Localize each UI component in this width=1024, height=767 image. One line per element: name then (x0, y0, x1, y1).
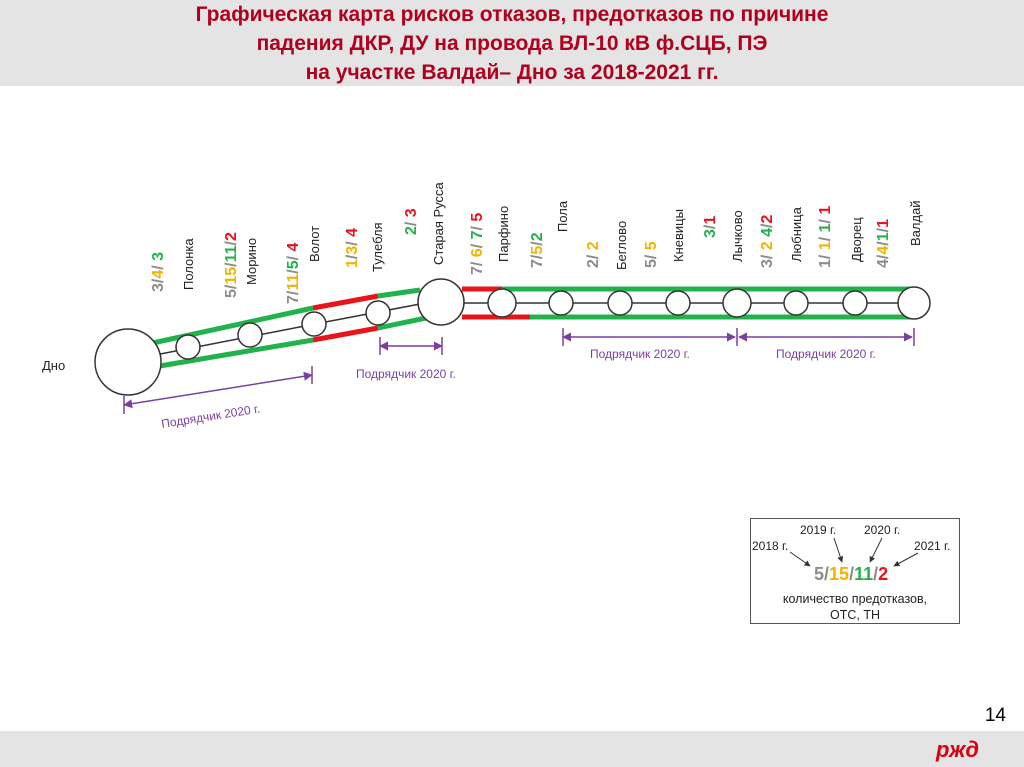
station-circle-dvorets (842, 290, 868, 316)
station-name-staraya-russa: Старая Русса (431, 181, 446, 265)
footer-bar (0, 731, 1024, 767)
title-line-3: на участке Валдай– Дно за 2018-2021 гг. (305, 61, 719, 84)
counts-tuleblya: 1/3/ 4 (344, 228, 361, 268)
counts-volot: 7/11/5/ 4 (285, 242, 302, 304)
legend-caption-2: ОТС, ТН (830, 608, 880, 622)
station-name-dvorets: Дворец (849, 217, 864, 262)
station-circle-tuleblya (365, 300, 391, 326)
red-line-volot-tuleblya-top (312, 293, 379, 311)
contractor-spans (123, 328, 915, 414)
counts-dvorets: 4/4/1/1 (875, 219, 892, 268)
station-name-pola: Пола (555, 200, 570, 232)
counts-polonka: 3/4/ 3 (150, 252, 167, 292)
page-title: Графическая карта рисков отказов, предот… (0, 0, 1024, 87)
contractor-span-dno-volot (123, 371, 313, 409)
counts-beglovo: 2/ 2 (585, 241, 602, 268)
title-bar (0, 0, 1024, 86)
station-circles (94, 278, 931, 396)
counts-lyubnitsa: 1/ 1/ 1/ 1 (817, 206, 834, 268)
legend-2020: 2020 г. (864, 523, 900, 537)
station-name-knevitsy: Кневицы (671, 209, 686, 262)
station-name-volot: Волот (307, 226, 322, 262)
legend-arrows (789, 537, 919, 567)
rzd-logo-icon: ржд (935, 737, 979, 762)
counts-beglovo-2: 5/ 5 (643, 241, 660, 268)
page-number: 14 (984, 705, 1006, 726)
contractor-label: Подрядчик 2020 г. (356, 367, 456, 381)
station-circle-parfino (487, 288, 517, 318)
green-line-tuleblya-russa-top (377, 287, 421, 299)
legend-caption-1: количество предотказов, (783, 592, 927, 606)
failure-counts: 3/4/ 3 5/15/11/2 7/11/5/ 4 1/3/ 4 2/ 3 7… (150, 206, 892, 304)
counts-pola: 7/5/2 (529, 232, 546, 268)
station-circle-beglovo (607, 290, 633, 316)
contractor-label: Подрядчик 2020 г. (776, 347, 876, 361)
station-circle-volot (301, 311, 327, 337)
counts-staraya-russa: 2/ 3 (403, 208, 420, 235)
station-circle-morino (237, 322, 263, 348)
station-name-parfino: Парфино (496, 206, 511, 262)
station-name-lychkovo: Лычково (730, 210, 745, 262)
legend-box (750, 518, 960, 624)
green-line-dno-volot-bottom (147, 337, 314, 371)
title-line-1: Графическая карта рисков отказов, предот… (195, 3, 829, 26)
legend-2021: 2021 г. (914, 539, 950, 553)
red-line-volot-tuleblya-bottom (312, 325, 379, 343)
title-line-2: падения ДКР, ДУ на провода ВЛ-10 кВ ф.СЦ… (256, 32, 768, 55)
counts-lychkovo: 3/ 2 4/2 (759, 214, 776, 268)
counts-morino: 5/15/11/2 (223, 232, 240, 298)
station-name-morino: Морино (244, 238, 259, 285)
legend-2019: 2019 г. (800, 523, 836, 537)
green-line-tuleblya-russa-bottom (377, 315, 427, 331)
station-name-lyubnitsa: Любница (789, 206, 804, 262)
green-line-dno-volot-top (147, 305, 314, 347)
station-circle-knevitsy (665, 290, 691, 316)
station-name-valdai: Валдай (908, 200, 923, 246)
station-name-dno: Дно (42, 358, 65, 373)
station-circle-pola (548, 290, 574, 316)
station-name-beglovo: Беглово (614, 221, 629, 270)
station-circle-valdai (897, 286, 931, 320)
station-names: Дно Полонка Морино Волот Тулебля Старая … (42, 181, 923, 373)
legend-2018: 2018 г. (752, 539, 788, 553)
contractor-label: Подрядчик 2020 г. (590, 347, 690, 361)
counts-parfino: 7/ 6/ 7/ 5 (469, 213, 486, 275)
logo-text: ржд (935, 737, 979, 762)
station-circle-polonka (175, 334, 201, 360)
station-name-polonka: Полонка (181, 238, 196, 290)
legend-example: 5/15/11/2 (814, 564, 888, 584)
counts-knevitsy: 3/1 (702, 216, 719, 238)
station-circle-lyubnitsa (783, 290, 809, 316)
station-circle-lychkovo (722, 288, 752, 318)
station-name-tuleblya: Тулебля (370, 222, 385, 272)
station-circle-staraya-russa (417, 278, 465, 326)
